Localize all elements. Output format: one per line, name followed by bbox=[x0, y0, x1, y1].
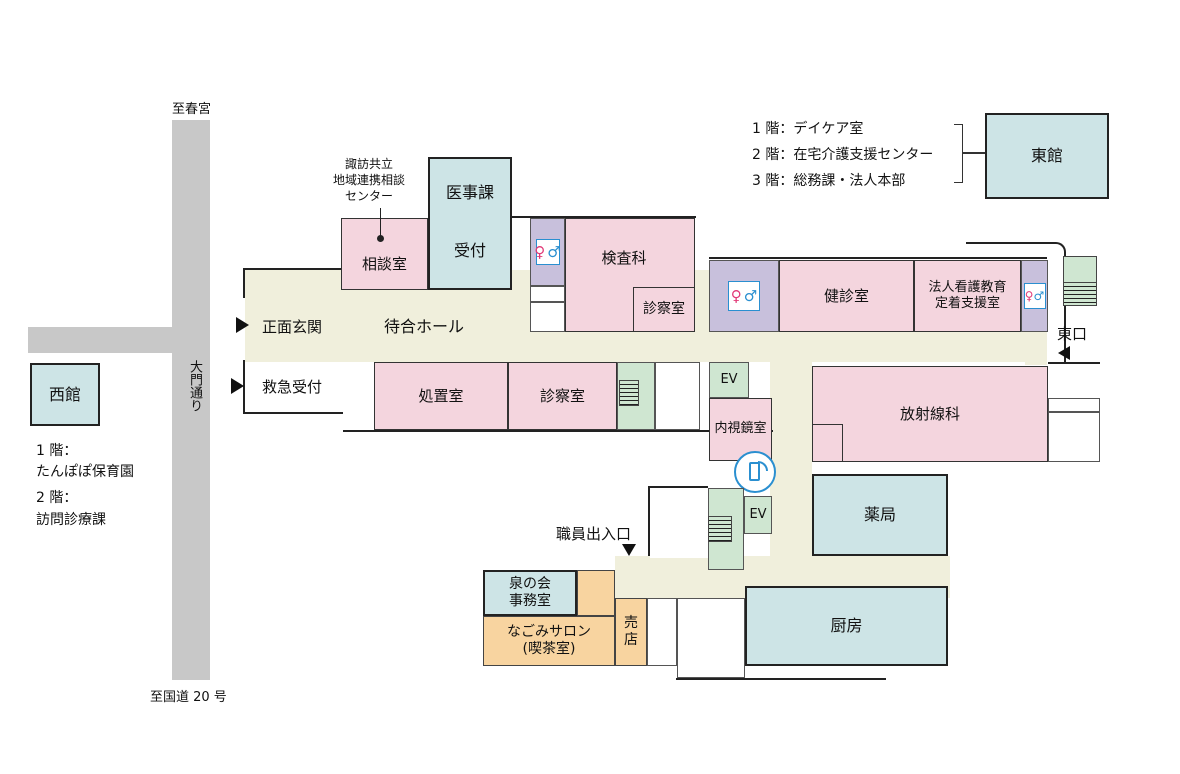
restroom-icon: ♀♂ bbox=[1023, 283, 1046, 309]
arrow-icon bbox=[1058, 346, 1070, 360]
room-orange-band bbox=[577, 570, 615, 616]
wall-east-low bbox=[1048, 362, 1100, 364]
room-uketsuke-label: 受付 bbox=[453, 241, 486, 260]
room-yakkyoku[interactable]: 薬局 bbox=[812, 474, 948, 556]
room-naishikyo[interactable]: 内視鏡室 bbox=[709, 398, 772, 461]
room-shinsatsu1[interactable]: 診察室 bbox=[633, 287, 695, 332]
wall-south-mid bbox=[343, 430, 773, 432]
corridor-east bbox=[1025, 330, 1047, 365]
room-ijika-label: 医事課 bbox=[445, 183, 494, 202]
wall-south-left bbox=[243, 412, 343, 414]
center-note-line2: 地域連携相談 bbox=[332, 173, 405, 188]
room-shinsatsu2[interactable]: 診察室 bbox=[508, 362, 617, 430]
road-north-label: 至春宮 bbox=[172, 102, 212, 117]
restroom-2[interactable]: ♀♂ bbox=[709, 260, 779, 332]
arrow-icon bbox=[236, 317, 249, 333]
room-chubo[interactable]: 厨房 bbox=[745, 586, 948, 666]
wall-left-bottom bbox=[243, 360, 245, 414]
main-entrance-label: 正面玄関 bbox=[262, 318, 323, 336]
west-floor2-use: 訪問診療課 bbox=[36, 512, 106, 528]
room-blank-3 bbox=[655, 362, 700, 430]
restroom-icon: ♀♂ bbox=[728, 281, 760, 311]
ev-upper[interactable]: EV bbox=[709, 362, 749, 398]
east-building: 東館 bbox=[985, 113, 1109, 199]
east-blank-2 bbox=[1048, 412, 1100, 462]
room-blank-4 bbox=[650, 488, 708, 558]
west-floor1: 1 階： bbox=[36, 443, 78, 459]
center-note-line3: センター bbox=[344, 189, 393, 204]
east-floor3: 3 階：総務課・法人本部 bbox=[752, 173, 906, 189]
room-blank-2 bbox=[530, 302, 565, 332]
arrow-icon bbox=[622, 544, 636, 556]
east-floor2: 2 階：在宅介護支援センター bbox=[752, 147, 934, 163]
restroom-1[interactable]: ♀♂ bbox=[530, 218, 565, 286]
stairs-icon bbox=[708, 516, 732, 542]
west-floor1-use: たんぽぽ保育園 bbox=[36, 464, 134, 480]
restroom-3[interactable]: ♀♂ bbox=[1021, 260, 1048, 332]
wall-staff-left bbox=[648, 488, 650, 556]
center-note-dot bbox=[377, 235, 384, 242]
ev-lower[interactable]: EV bbox=[744, 496, 772, 534]
road-name: 大門通り bbox=[187, 360, 202, 412]
room-houjin[interactable]: 法人看護教育 定着支援室 bbox=[914, 260, 1021, 332]
room-houshasen[interactable]: 放射線科 bbox=[812, 366, 1048, 462]
restroom-icon: ♀♂ bbox=[534, 239, 561, 265]
room-ijika[interactable]: 医事課 受付 bbox=[428, 157, 512, 290]
nfc-phone-icon[interactable] bbox=[734, 451, 776, 493]
room-blank-6 bbox=[677, 598, 745, 678]
room-shochi[interactable]: 処置室 bbox=[374, 362, 508, 430]
west-floor2: 2 階： bbox=[36, 490, 78, 506]
wall-left-top bbox=[243, 268, 245, 298]
room-soudan[interactable]: 相談室 bbox=[341, 218, 428, 290]
room-nagomi[interactable]: なごみサロン (喫茶室) bbox=[483, 616, 615, 666]
room-kensa-label: 検査科 bbox=[601, 249, 647, 267]
east-entrance-label: 東口 bbox=[1057, 325, 1088, 343]
stairs-icon bbox=[619, 380, 639, 406]
corridor-south bbox=[770, 362, 812, 582]
center-note-line1: 諏訪共立 bbox=[344, 157, 393, 171]
room-blank-5 bbox=[647, 598, 677, 666]
wall-staff-top bbox=[648, 486, 708, 488]
room-houshasen-label: 放射線科 bbox=[899, 404, 960, 423]
staff-entrance-label: 職員出入口 bbox=[556, 525, 632, 543]
arrow-icon bbox=[231, 378, 244, 394]
east-floor1: 1 階：デイケア室 bbox=[752, 121, 864, 137]
room-houshasen-sub bbox=[812, 424, 843, 462]
cross-road bbox=[28, 327, 210, 353]
west-building: 西館 bbox=[30, 363, 100, 426]
center-note-leader bbox=[380, 208, 381, 238]
wall-north-west bbox=[245, 268, 341, 270]
wall-bottom-right bbox=[676, 678, 886, 680]
wall-north-east bbox=[709, 257, 1047, 259]
room-kensa[interactable]: 検査科 bbox=[565, 218, 695, 332]
wall-north-mid bbox=[512, 216, 696, 218]
east-blank-1 bbox=[1048, 398, 1100, 412]
road-south-label: 至国道 20 号 bbox=[150, 690, 227, 705]
main-road bbox=[172, 120, 210, 680]
room-soudan-label: 相談室 bbox=[361, 254, 407, 273]
room-blank-1 bbox=[530, 286, 565, 302]
room-baiten[interactable]: 売 店 bbox=[615, 598, 647, 666]
waiting-hall-label: 待合ホール bbox=[384, 317, 465, 336]
stairs-icon bbox=[1063, 282, 1097, 306]
room-izumi[interactable]: 泉の会 事務室 bbox=[483, 570, 577, 616]
room-kenshin[interactable]: 健診室 bbox=[779, 260, 914, 332]
emergency-entrance-label: 救急受付 bbox=[262, 378, 323, 396]
legend-connector bbox=[963, 152, 985, 154]
legend-bracket bbox=[954, 124, 963, 183]
center-note: 諏訪共立 地域連携相談 センター bbox=[332, 156, 406, 205]
